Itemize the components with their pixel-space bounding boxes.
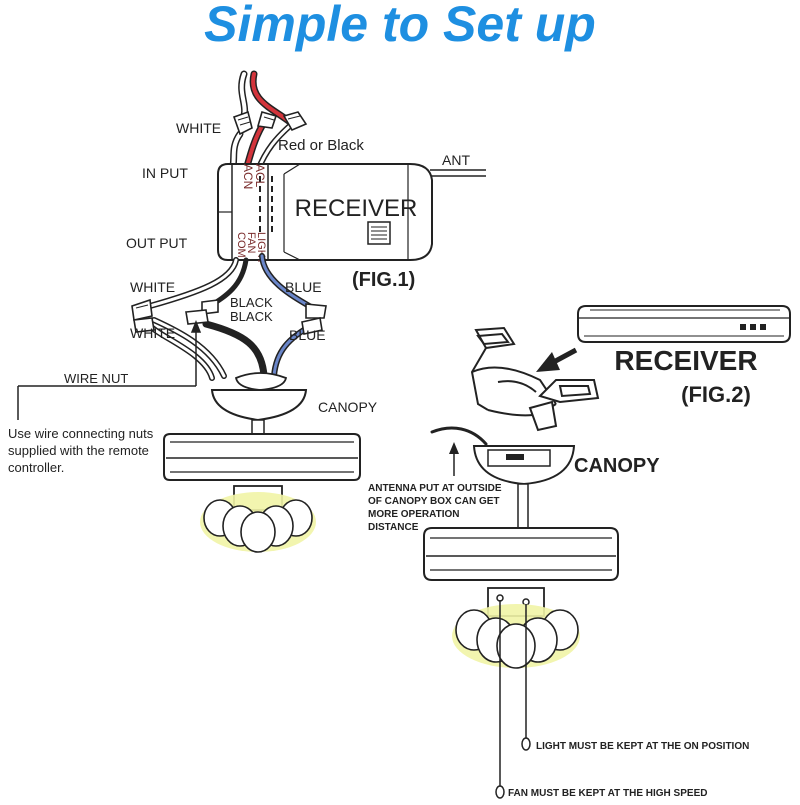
note-light-position: LIGHT MUST BE KEPT AT THE ON POSITION <box>536 741 749 752</box>
label-output: OUT PUT <box>126 235 188 251</box>
pull-chain-light <box>521 604 531 751</box>
antenna-note-line-2: OF CANOPY BOX CAN GET <box>368 496 500 507</box>
receiver-port <box>367 221 391 245</box>
receiver-unit-fig2 <box>577 305 791 343</box>
wire-nut-white-upper <box>131 298 153 321</box>
note-line-2: supplied with the remote <box>8 443 149 458</box>
label-red-or-black: Red or Black <box>278 137 364 154</box>
label-wire-nut: WIRE NUT <box>64 371 128 386</box>
note-line-3: controller. <box>8 460 64 475</box>
terminal-fan: FAN <box>245 232 257 253</box>
antenna-note-line-3: MORE OPERATION <box>368 509 459 520</box>
terminal-com: COM <box>235 232 247 258</box>
receiver-box: RECEIVER ACL ACN LIGHT FAN COM <box>217 163 433 265</box>
label-input: IN PUT <box>142 165 188 181</box>
antenna-pointer <box>449 442 459 476</box>
label-blue-2: BLUE <box>289 327 326 343</box>
label-black-2: BLACK <box>230 309 273 324</box>
wire-nut-blue-lower <box>301 317 323 335</box>
light-kit-fig1 <box>200 492 316 553</box>
fig1-diagram: RECEIVER ACL ACN LIGHT FAN COM <box>8 70 486 553</box>
canopy-fig1 <box>210 372 308 435</box>
wire-nut-top-left <box>232 110 253 136</box>
antenna-note-line-4: DISTANCE <box>368 522 419 533</box>
fig2-caption: (FIG.2) <box>681 382 751 407</box>
label-white-1: WHITE <box>130 279 175 295</box>
fan-body-fig2 <box>423 527 619 617</box>
antenna-wire <box>430 169 486 177</box>
fig1-caption: (FIG.1) <box>352 269 415 291</box>
wire-nut-black-lower <box>185 309 209 325</box>
label-blue-1: BLUE <box>285 279 322 295</box>
terminal-ac-l: ACL <box>253 164 267 188</box>
antenna-wire-fig2 <box>430 426 488 446</box>
page-title: Simple to Set up <box>204 0 596 52</box>
label-canopy-fig1: CANOPY <box>318 399 378 415</box>
terminal-ac-n: ACN <box>241 164 255 189</box>
wire-nut-white-lower <box>133 317 155 333</box>
canopy-fig2 <box>472 445 576 529</box>
fig2-diagram: RECEIVER (FIG.2) <box>368 305 791 799</box>
insert-arrow <box>536 347 578 372</box>
receiver-label: RECEIVER <box>295 195 418 222</box>
label-white-top: WHITE <box>176 120 221 136</box>
wire-nut-top-right <box>282 111 308 132</box>
pull-chain-fan <box>495 600 505 799</box>
label-ant: ANT <box>442 152 470 168</box>
note-fan-speed: FAN MUST BE KEPT AT THE HIGH SPEED <box>508 788 707 799</box>
antenna-note-line-1: ANTENNA PUT AT OUTSIDE <box>368 483 502 494</box>
fig2-receiver-label: RECEIVER <box>614 345 757 376</box>
note-line-1: Use wire connecting nuts <box>8 426 154 441</box>
wire-nut-pointer <box>17 319 202 420</box>
label-black-1: BLACK <box>230 295 273 310</box>
light-kit-fig2 <box>452 604 580 669</box>
label-canopy-fig2: CANOPY <box>574 455 660 477</box>
wire-nut-blue-upper <box>305 303 327 319</box>
mounting-bracket <box>470 326 600 432</box>
wire-nut-top-mid <box>256 111 278 129</box>
label-white-2: WHITE <box>130 325 175 341</box>
